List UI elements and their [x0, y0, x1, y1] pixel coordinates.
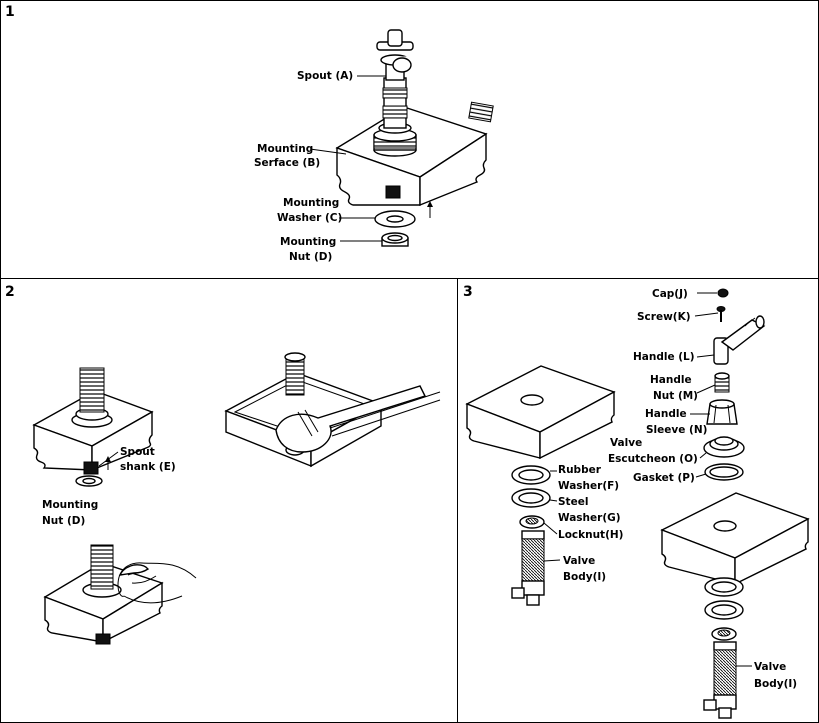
label-mounting-nut-line2: Nut (D) — [289, 251, 332, 263]
label-valve-escutcheon-line1: Valve — [610, 437, 642, 449]
steel-washer-g — [511, 488, 551, 508]
label-screw-k: Screw(K) — [637, 311, 691, 323]
label-valve-body-right-line2: Body(I) — [754, 678, 797, 690]
panel-1-number: 1 — [5, 4, 15, 20]
handle-nut-m — [714, 372, 730, 393]
label-mounting-washer-line1: Mounting — [283, 197, 339, 209]
label-mounting-nut-line1: Mounting — [280, 236, 336, 248]
label-mounting-surface-line2: Serface (B) — [254, 157, 320, 169]
label-steel-washer-line2: Washer(G) — [558, 512, 621, 524]
gasket-p — [704, 463, 744, 481]
label-mounting-surface-line1: Mounting — [257, 143, 313, 155]
label-valve-escutcheon-line2: Escutcheon (O) — [608, 453, 698, 465]
label-mounting-washer-line2: Washer (C) — [277, 212, 342, 224]
label-handle-sleeve-line2: Sleeve (N) — [646, 424, 707, 436]
valve-body-i-left — [511, 530, 545, 606]
label-handle-l: Handle (L) — [633, 351, 695, 363]
panel-1: 1 — [5, 4, 494, 263]
label-locknut-h: Locknut(H) — [558, 529, 623, 541]
label-handle-nut-line2: Nut (M) — [653, 390, 698, 402]
panel-2-number: 2 — [5, 284, 15, 300]
label-handle-nut-line1: Handle — [650, 374, 692, 386]
label-steel-washer-line1: Steel — [558, 496, 588, 508]
cap-j — [717, 288, 729, 298]
step3-right-slab — [660, 492, 810, 586]
label-spout-a: Spout (A) — [297, 70, 353, 82]
panel-3-number: 3 — [463, 284, 473, 300]
handle-l — [713, 315, 766, 365]
spout-shank — [385, 185, 401, 199]
up-arrow — [427, 201, 433, 218]
locknut-h — [519, 515, 545, 529]
screw-k — [716, 306, 726, 322]
right-locknut — [711, 627, 737, 641]
label-valve-body-left-line2: Body(I) — [563, 571, 606, 583]
valve-escutcheon-o — [703, 436, 745, 458]
mounting-washer-c — [374, 210, 416, 228]
panel-3: 3 — [463, 284, 810, 719]
spout-illustration — [373, 29, 494, 157]
label-step2-mounting-nut-line2: Nut (D) — [42, 515, 85, 527]
label-rubber-washer-line2: Washer(F) — [558, 480, 619, 492]
rubber-washer-f — [511, 465, 551, 485]
label-spout-shank-line2: shank (E) — [120, 461, 176, 473]
label-spout-shank-line1: Spout — [120, 446, 155, 458]
right-steel-washer — [704, 600, 744, 620]
mounting-nut-d — [381, 232, 409, 247]
step2-hand-tightening — [43, 544, 197, 645]
label-gasket-p: Gasket (P) — [633, 472, 695, 484]
step2-slab-with-spout — [32, 367, 154, 475]
panel-2: 2 Spout shank (E) Mounting Nut (D) — [5, 284, 441, 645]
right-rubber-washer — [704, 577, 744, 597]
label-cap-j: Cap(J) — [652, 288, 688, 300]
handle-sleeve-n — [706, 399, 738, 425]
label-valve-body-left-line1: Valve — [563, 555, 595, 567]
mounting-surface-slab — [335, 106, 488, 207]
step2-wrench-tightening — [224, 352, 441, 468]
step2-nut — [75, 456, 111, 487]
label-rubber-washer-line1: Rubber — [558, 464, 602, 476]
label-handle-sleeve-line1: Handle — [645, 408, 687, 420]
label-step2-mounting-nut-line1: Mounting — [42, 499, 98, 511]
step3-left-slab — [465, 365, 616, 460]
valve-body-i-right — [703, 641, 737, 719]
label-valve-body-right-line1: Valve — [754, 661, 786, 673]
